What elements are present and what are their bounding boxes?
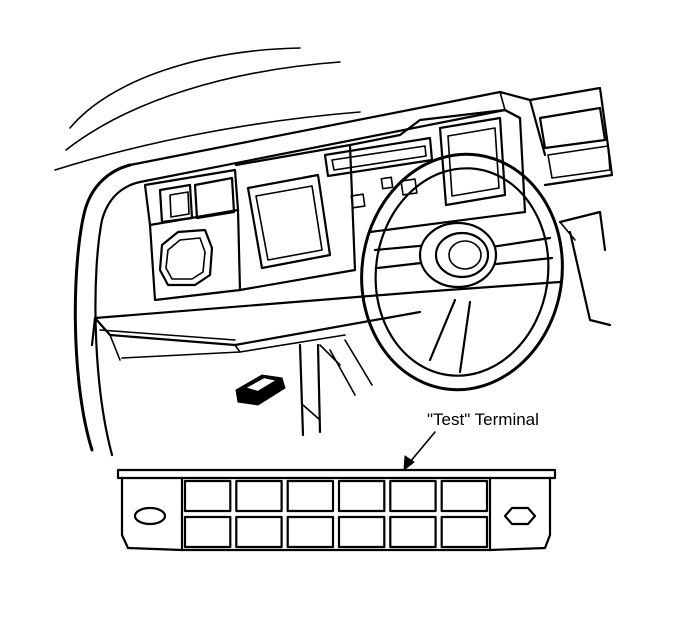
callout-arrow-icon (403, 431, 436, 472)
terminal-cavity (389, 479, 437, 513)
door-frame (73, 163, 142, 457)
dash-shelf (90, 280, 562, 361)
terminal-cavity (440, 515, 489, 549)
terminal-cavity (183, 515, 232, 549)
mounting-hole-left (133, 506, 167, 526)
terminal-cell-grid (183, 479, 489, 549)
dash-top (128, 90, 547, 184)
mounting-hole-right (503, 506, 537, 526)
terminal-cavity (286, 515, 335, 549)
test-terminal-connector (116, 468, 557, 552)
right-console (528, 86, 614, 327)
terminal-cavity (235, 515, 283, 549)
steering-wheel (360, 152, 564, 392)
terminal-cavity (183, 479, 232, 513)
callout-label: "Test" Terminal (427, 410, 539, 429)
steering-column (298, 339, 373, 437)
terminal-cavity (235, 479, 283, 513)
terminal-cavity (440, 479, 489, 513)
terminal-cavity (286, 479, 335, 513)
windshield-lines (54, 47, 361, 171)
terminal-cavity (337, 479, 386, 513)
instrument-cluster (143, 108, 527, 302)
terminal-cavity (389, 515, 437, 549)
location-arrow-icon (235, 374, 286, 406)
terminal-cavity (337, 515, 386, 549)
